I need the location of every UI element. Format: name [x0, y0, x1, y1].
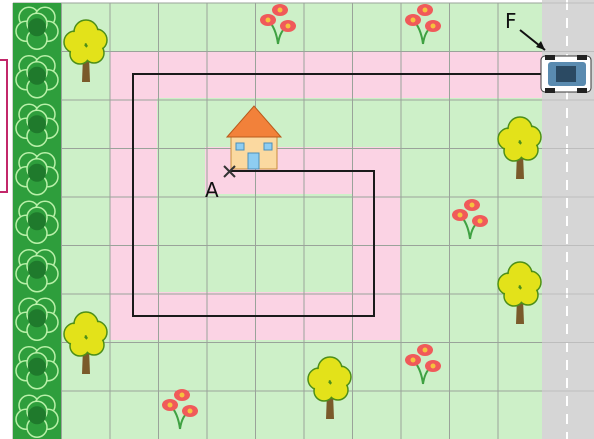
car-wheel: [545, 88, 555, 93]
house-door: [248, 153, 259, 169]
car-roof: [556, 66, 576, 82]
left-bracket: [0, 60, 7, 192]
label-finish-f: F: [505, 9, 517, 33]
house-window: [236, 143, 244, 150]
car-wheel: [545, 55, 555, 60]
car-wheel: [577, 55, 587, 60]
hedge-column: [13, 3, 61, 439]
house-window: [264, 143, 272, 150]
car-wheel: [577, 88, 587, 93]
label-start-a: A: [205, 178, 219, 202]
bracket-edge: [0, 60, 7, 192]
car-icon: [541, 55, 591, 93]
